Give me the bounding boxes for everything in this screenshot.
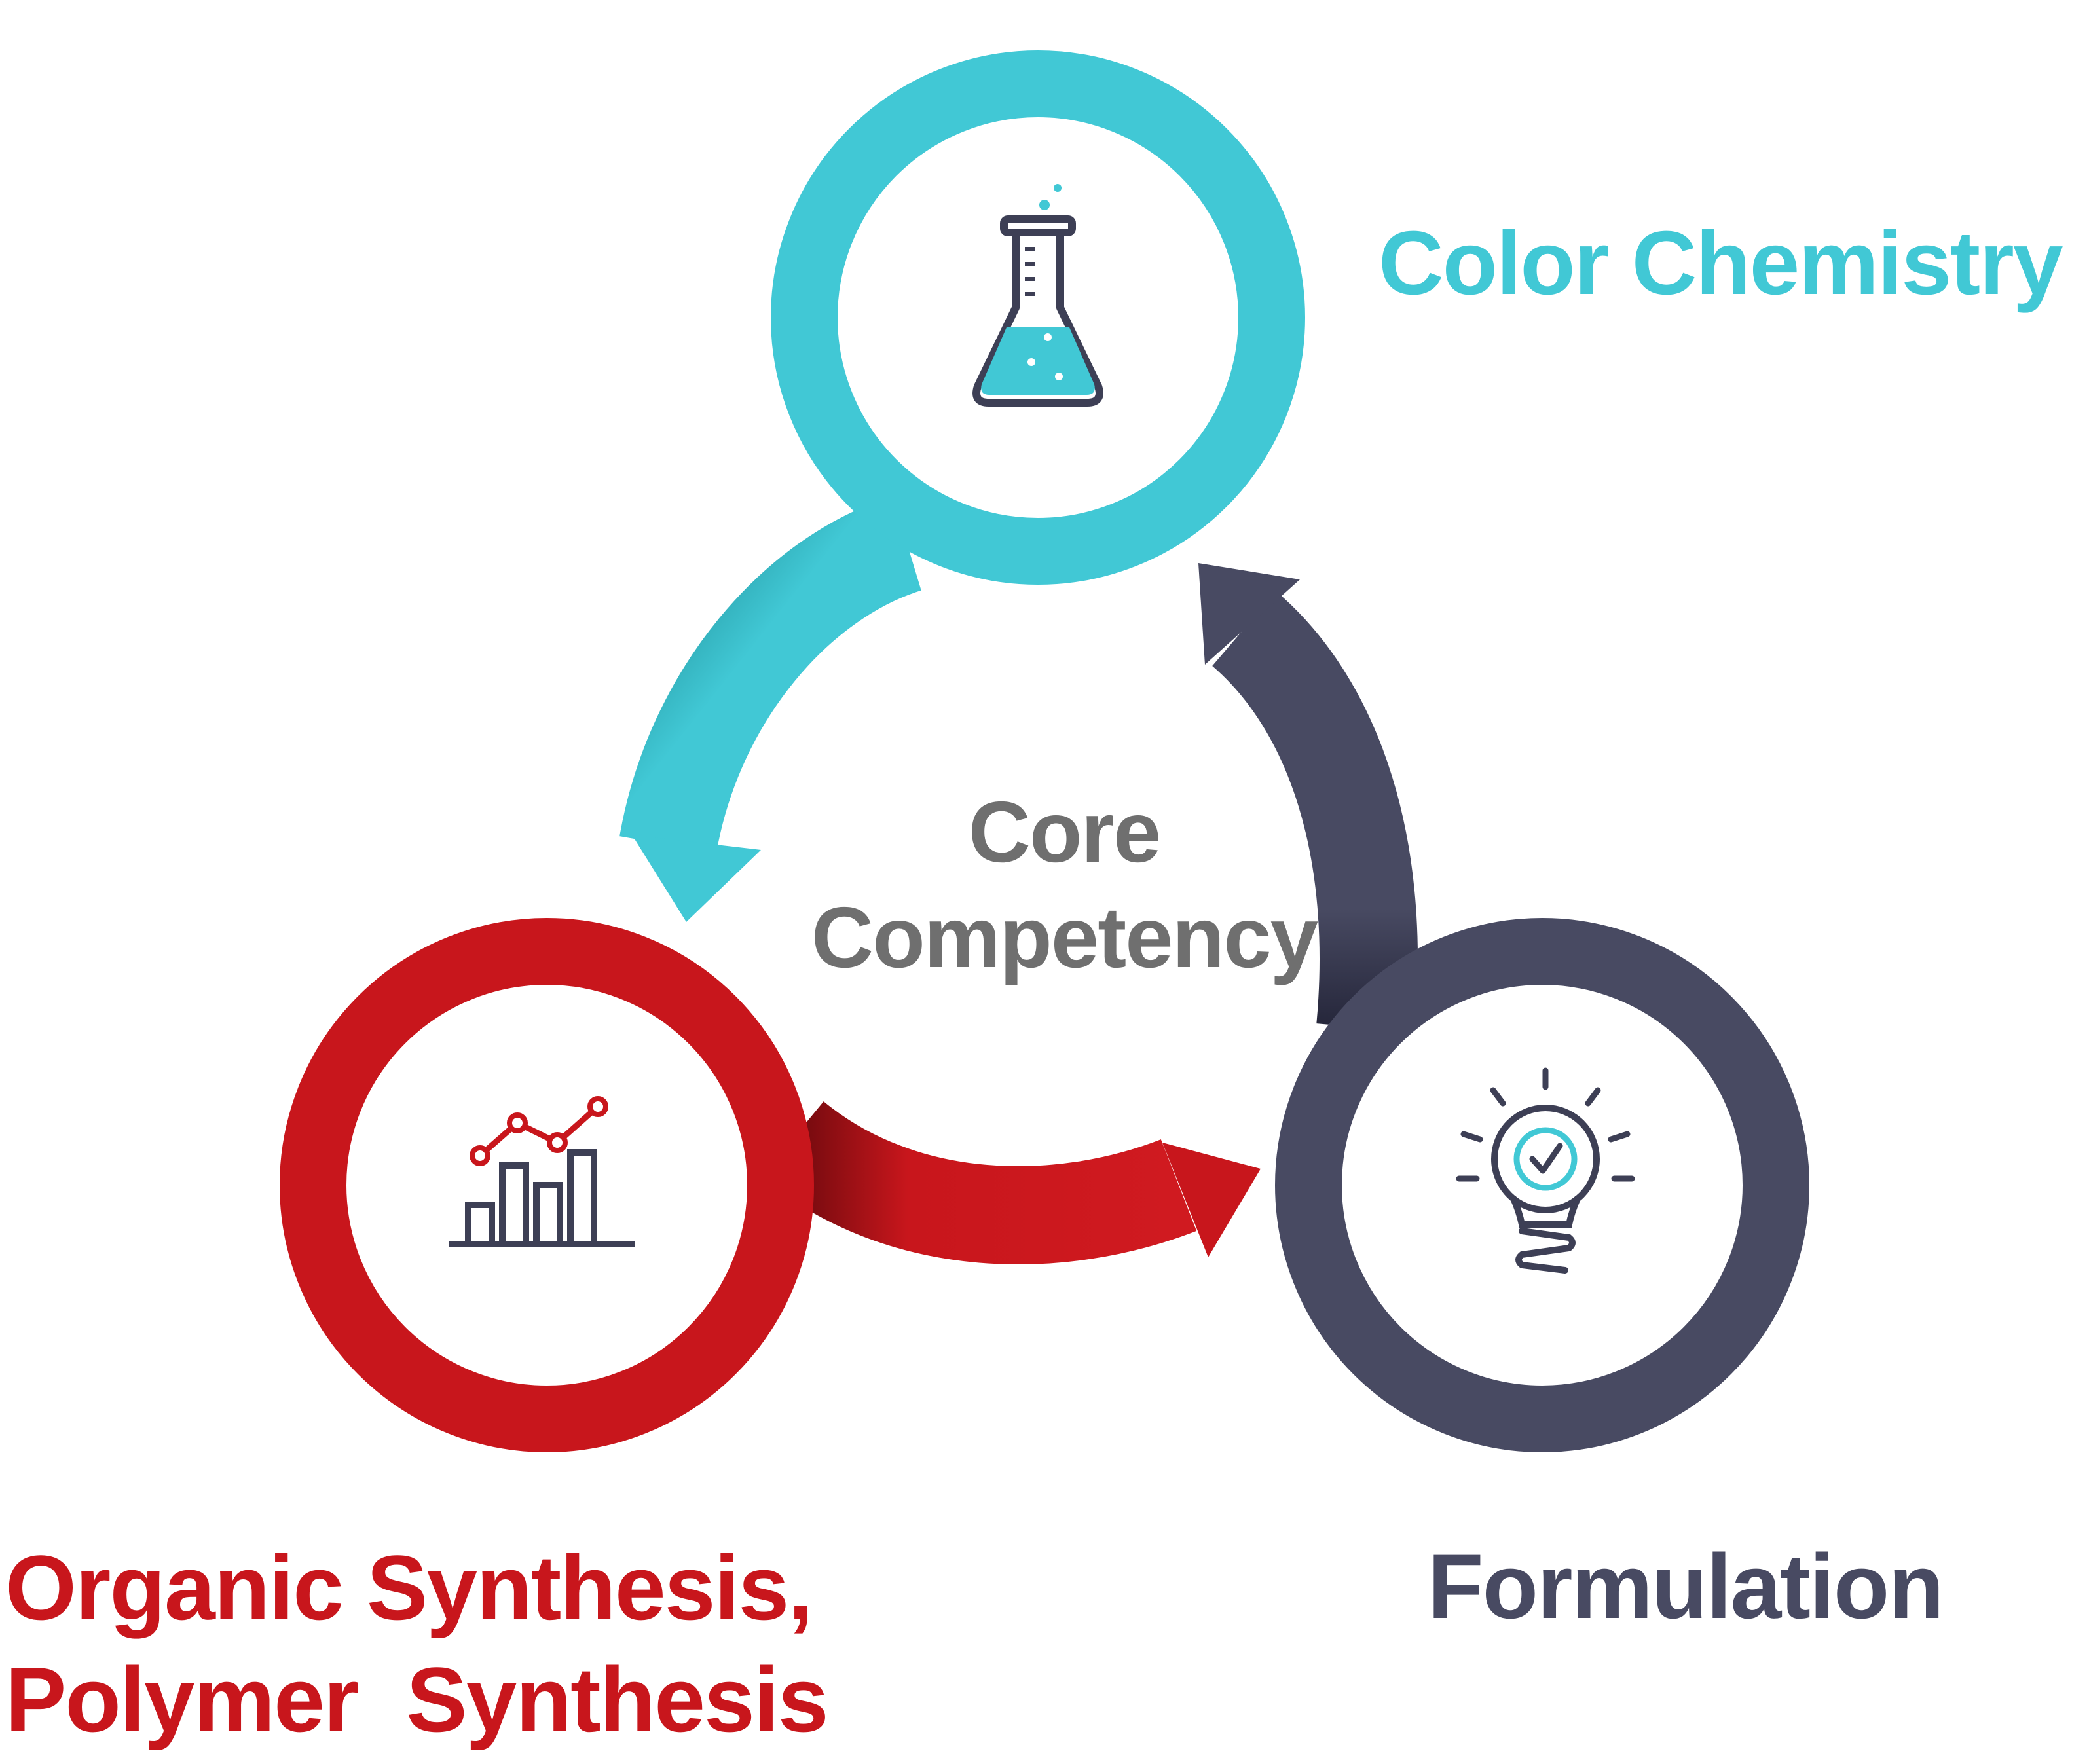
navy-cycle-arrow xyxy=(1198,563,1418,1033)
core-competency-line-1: Core xyxy=(968,784,1162,880)
navy-arrow-head xyxy=(1198,563,1300,665)
teal-arrow-head xyxy=(632,835,761,922)
teal-cycle-arrow xyxy=(619,496,923,922)
color-chemistry-label: Color Chemistry xyxy=(1378,213,2063,314)
teal-arrow-body xyxy=(619,496,923,854)
flask-icon xyxy=(972,184,1103,407)
red-cycle-arrow xyxy=(761,1101,1261,1264)
formulation-node xyxy=(1275,918,1809,1452)
core-competency-line-2: Competency xyxy=(811,889,1318,986)
red-arrow-body xyxy=(761,1101,1197,1264)
lightbulb-icon xyxy=(1456,1067,1635,1274)
organic-synthesis-node xyxy=(280,918,814,1452)
formulation-label: Formulation xyxy=(1428,1535,1944,1638)
navy-arrow-body xyxy=(1211,591,1418,1033)
core-competency-label: Core Competency xyxy=(694,779,1434,990)
organic-synthesis-line-2: Polymer Synthesis xyxy=(5,1647,829,1751)
organic-synthesis-label: Organic Synthesis, Polymer Synthesis xyxy=(5,1532,829,1756)
organic-synthesis-line-1: Organic Synthesis, xyxy=(5,1536,813,1639)
bar-chart-icon xyxy=(449,1096,635,1247)
red-arrow-head xyxy=(1162,1143,1261,1257)
color-chemistry-node xyxy=(771,50,1305,585)
color-chemistry-ring xyxy=(771,50,1305,585)
